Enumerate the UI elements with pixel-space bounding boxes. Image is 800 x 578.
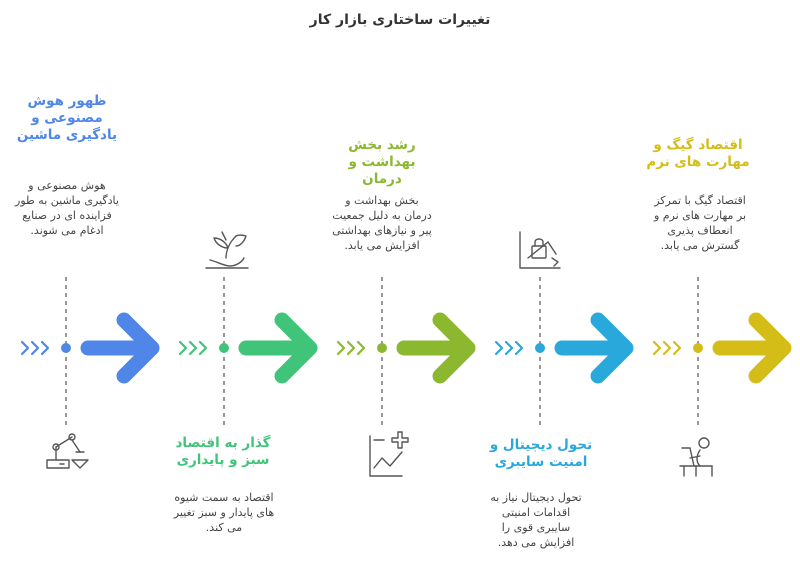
stage-1-node <box>61 343 71 353</box>
stage-5-description: اقتصاد گیگ با تمرکز بر مهارت های نرم و ا… <box>653 194 747 252</box>
stage-3-heading: رشد بخش بهداشت و درمان <box>348 137 416 187</box>
stage-2-arrow <box>238 312 318 384</box>
stage-1-arrow <box>80 312 160 384</box>
stage-5-chevrons <box>652 340 682 356</box>
stage-2-node <box>219 343 229 353</box>
stage-3-description: بخش بهداشت و درمان به دلیل جمعیت پیر و ن… <box>332 194 432 252</box>
diagram-title: تغییرات ساختاری بازار کار <box>309 12 491 28</box>
stage-1-chevrons <box>20 340 50 356</box>
robot-arm-icon <box>46 433 89 469</box>
stage-2-chevrons <box>178 340 208 356</box>
stage-4-node <box>535 343 545 353</box>
stage-1-description: هوش مصنوعی و یادگیری ماشین به طور فزایند… <box>15 179 119 237</box>
stage-5-node <box>693 343 703 353</box>
stage-1-heading: ظهور هوش مصنوعی و یادگیری ماشین <box>16 93 118 143</box>
stage-4-arrow <box>554 312 634 384</box>
stage-3-node <box>377 343 387 353</box>
stage-3-arrow <box>396 312 476 384</box>
remote-worker-icon <box>679 437 713 477</box>
stage-4-heading: تحول دیجیتال و امنیت سایبری <box>489 437 593 470</box>
stage-3-chevrons <box>336 340 366 356</box>
health-chart-icon <box>369 431 409 477</box>
security-lock-icon <box>519 231 561 269</box>
stage-2-heading: گذار به اقتصاد سبز و پایداری <box>175 435 271 468</box>
stage-2-description: اقتصاد به سمت شیوه های پایدار و سبز تغیی… <box>173 491 275 534</box>
stage-4-description: تحول دیجیتال نیاز به اقدامات امنیتی سایب… <box>490 491 582 549</box>
stage-4-chevrons <box>494 340 524 356</box>
stage-5-heading: اقتصاد گیگ و مهارت های نرم <box>646 137 750 170</box>
sprout-hand-icon <box>205 231 249 269</box>
stage-5-arrow <box>712 312 792 384</box>
